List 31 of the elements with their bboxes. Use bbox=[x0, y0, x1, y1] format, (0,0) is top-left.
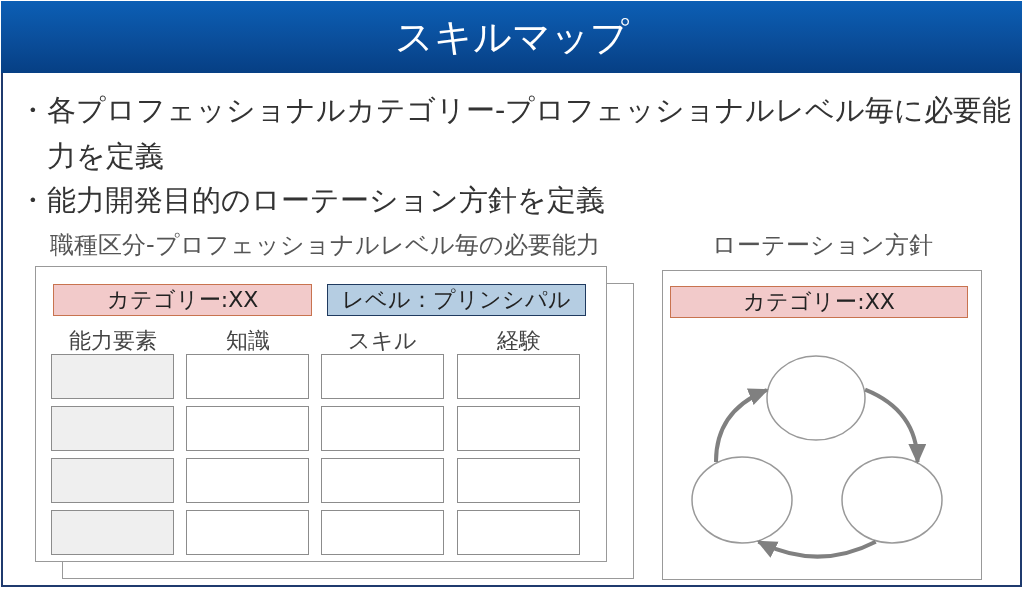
column-header: スキル bbox=[347, 327, 418, 355]
empty-cell bbox=[457, 354, 580, 399]
bullet-text: ・能力開発目的のローテーション方針を定義 bbox=[18, 183, 606, 219]
panel-heading: ローテーション方針 bbox=[710, 230, 934, 261]
empty-cell bbox=[457, 510, 580, 555]
empty-cell bbox=[321, 510, 444, 555]
empty-cell bbox=[321, 458, 444, 503]
empty-cell bbox=[321, 406, 444, 451]
empty-cell bbox=[51, 458, 174, 503]
empty-cell bbox=[186, 458, 309, 503]
empty-cell bbox=[186, 354, 309, 399]
empty-cell bbox=[457, 458, 580, 503]
curved-arrow bbox=[864, 387, 926, 464]
empty-cell bbox=[321, 354, 444, 399]
empty-cell bbox=[51, 354, 174, 399]
category-label: カテゴリー:XX bbox=[670, 286, 968, 318]
bullet-text: ・各プロフェッショナルカテゴリー-プロフェッショナルレベル毎に必要能力を定義 bbox=[18, 93, 1013, 175]
empty-cell bbox=[457, 406, 580, 451]
title-bar: スキルマップ bbox=[1, 1, 1022, 73]
column-header: 能力要素 bbox=[67, 327, 158, 355]
curved-arrow bbox=[714, 388, 769, 463]
level-label: レベル：プリンシパル bbox=[327, 284, 586, 316]
empty-cell bbox=[51, 406, 174, 451]
category-label: カテゴリー:XX bbox=[53, 284, 312, 316]
empty-cell bbox=[186, 510, 309, 555]
column-header: 経験 bbox=[495, 327, 542, 355]
empty-cell bbox=[51, 510, 174, 555]
panel-heading: 職種区分-プロフェッショナルレベル毎の必要能力 bbox=[50, 230, 601, 261]
empty-cell bbox=[186, 406, 309, 451]
column-header: 知識 bbox=[224, 327, 271, 355]
curved-arrow bbox=[756, 539, 877, 559]
